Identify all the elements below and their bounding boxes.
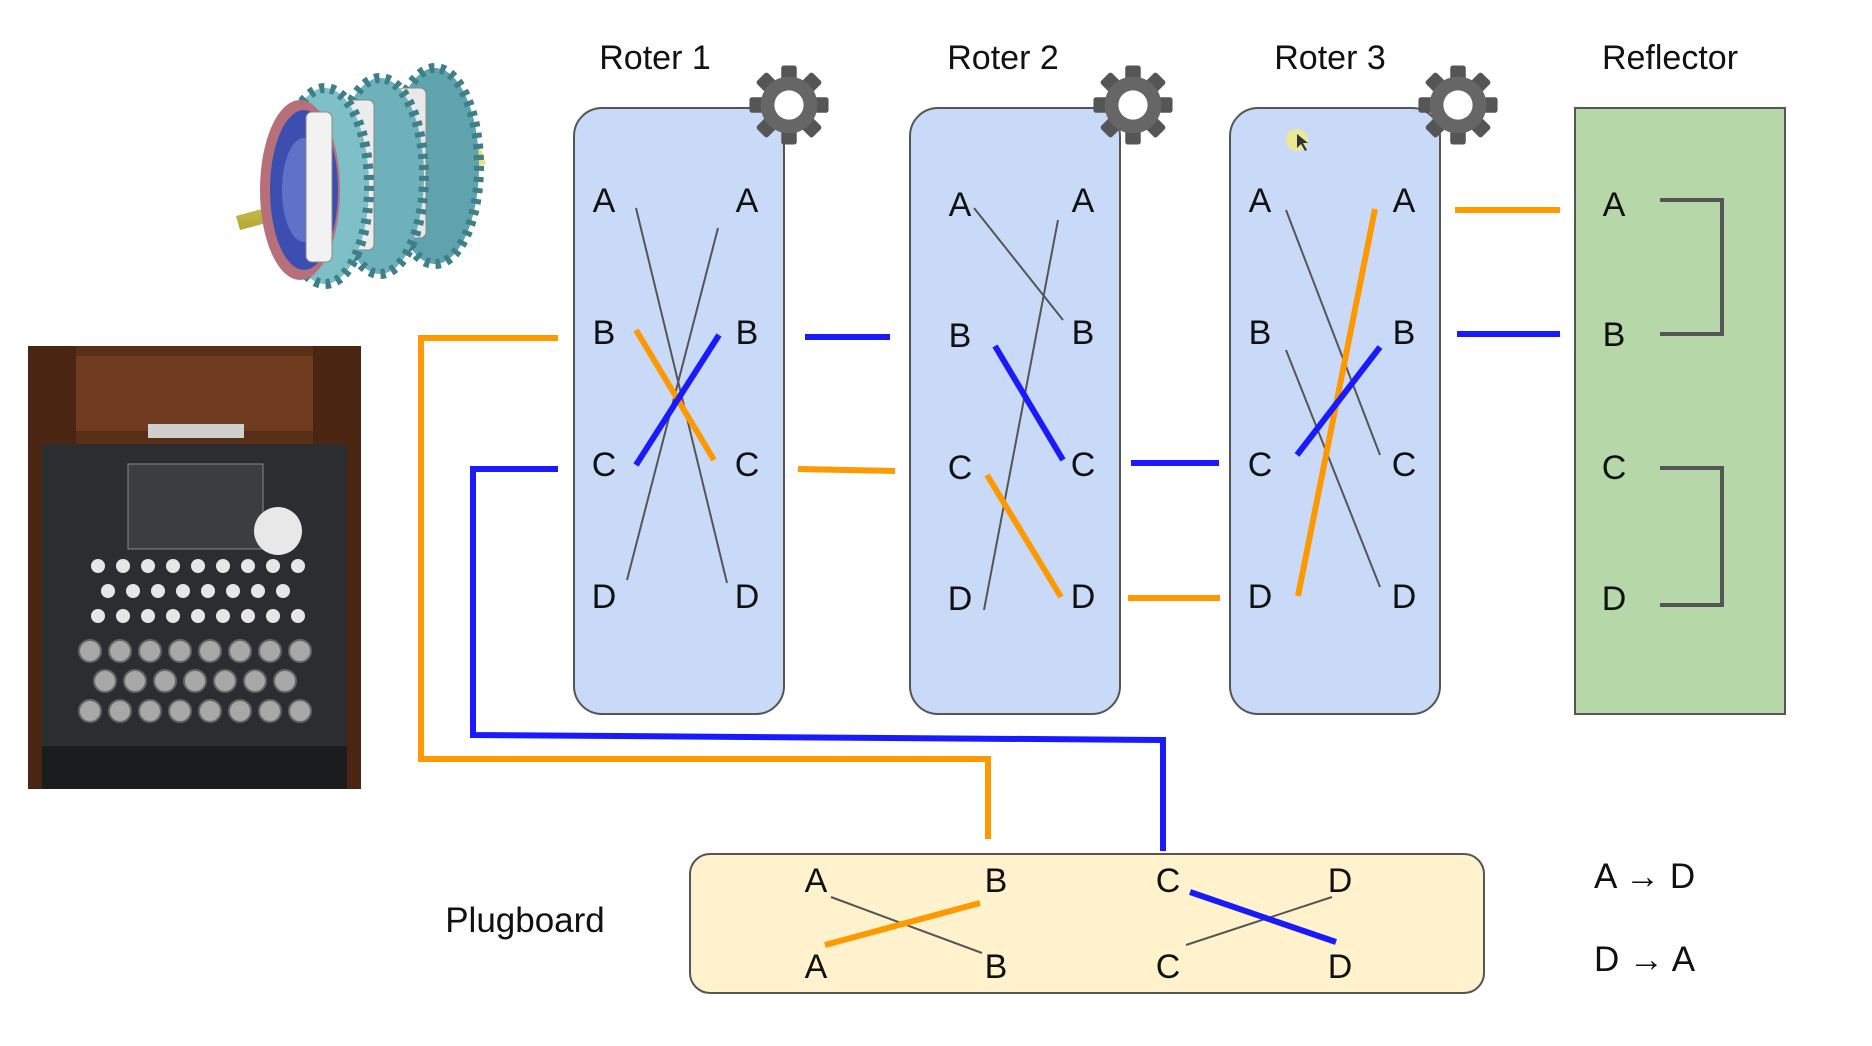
rotor3-left-c: C <box>1248 446 1273 484</box>
rotor3-left-d: D <box>1248 578 1273 616</box>
cursor-icon <box>1297 134 1308 151</box>
reflector-b: B <box>1603 316 1626 354</box>
reflector-d: D <box>1602 580 1627 618</box>
rotor-3-title: Roter 3 <box>1274 39 1386 77</box>
rotor1-left-d: D <box>592 578 617 616</box>
rotor2-right-d: D <box>1071 578 1096 616</box>
rotor3-right-b: B <box>1393 314 1416 352</box>
enigma-machine-photo <box>28 346 361 789</box>
rotor2-left-b: B <box>949 317 972 355</box>
rotor3-right-a: A <box>1393 182 1416 220</box>
rotor-2-box <box>909 107 1121 715</box>
rotor2-right-a: A <box>1072 182 1095 220</box>
rotor2-right-c: C <box>1071 446 1096 484</box>
rotor3-right-d: D <box>1392 578 1417 616</box>
plugboard-bottom-b: B <box>985 948 1008 986</box>
reflector-a: A <box>1603 186 1626 224</box>
rotor2-left-d: D <box>948 580 973 618</box>
rotor2-left-c: C <box>948 449 973 487</box>
reflector-brackets <box>1660 198 1724 607</box>
plugboard-bottom-a: A <box>805 948 828 986</box>
rotor1-right-b: B <box>736 314 759 352</box>
rotor3-left-b: B <box>1249 314 1272 352</box>
reflector-c: C <box>1602 449 1627 487</box>
rotor3-right-c: C <box>1392 446 1417 484</box>
rotor1-right-c: C <box>735 446 760 484</box>
mapping-d-to-a: D → A <box>1594 940 1696 979</box>
gear-icon <box>1418 65 1498 145</box>
plugboard-top-a: A <box>805 862 828 900</box>
rotor-1-box <box>573 107 785 715</box>
plugboard-bottom-d: D <box>1328 948 1353 986</box>
plugboard-box <box>689 853 1485 994</box>
reflector-box <box>1574 107 1786 715</box>
reflector-title: Reflector <box>1602 39 1738 77</box>
gear-icon <box>1093 65 1173 145</box>
contact-labels: A B C D A B C D A B C D A B C D A B C D … <box>592 182 1627 986</box>
rotor3-left-a: A <box>1249 182 1272 220</box>
plugboard-top-b: B <box>985 862 1008 900</box>
gear-icon <box>749 65 829 145</box>
rotor1-right-a: A <box>736 182 759 220</box>
plugboard-top-c: C <box>1156 862 1181 900</box>
return-signal-path <box>470 331 1560 945</box>
rotor1-right-d: D <box>735 578 760 616</box>
rotor2-left-a: A <box>949 186 972 224</box>
rotor-assembly-illustration <box>236 63 486 289</box>
rotor1-left-c: C <box>592 446 617 484</box>
rotor2-right-b: B <box>1072 314 1095 352</box>
rotor1-left-b: B <box>593 314 616 352</box>
plugboard-bottom-c: C <box>1156 948 1181 986</box>
rotor-2-title: Roter 2 <box>947 39 1059 77</box>
plugboard-top-d: D <box>1328 862 1353 900</box>
rotor-1-title: Roter 1 <box>599 39 711 77</box>
mapping-a-to-d: A → D <box>1594 857 1695 896</box>
rotor1-left-a: A <box>593 182 616 220</box>
plugboard-title: Plugboard <box>445 901 605 940</box>
